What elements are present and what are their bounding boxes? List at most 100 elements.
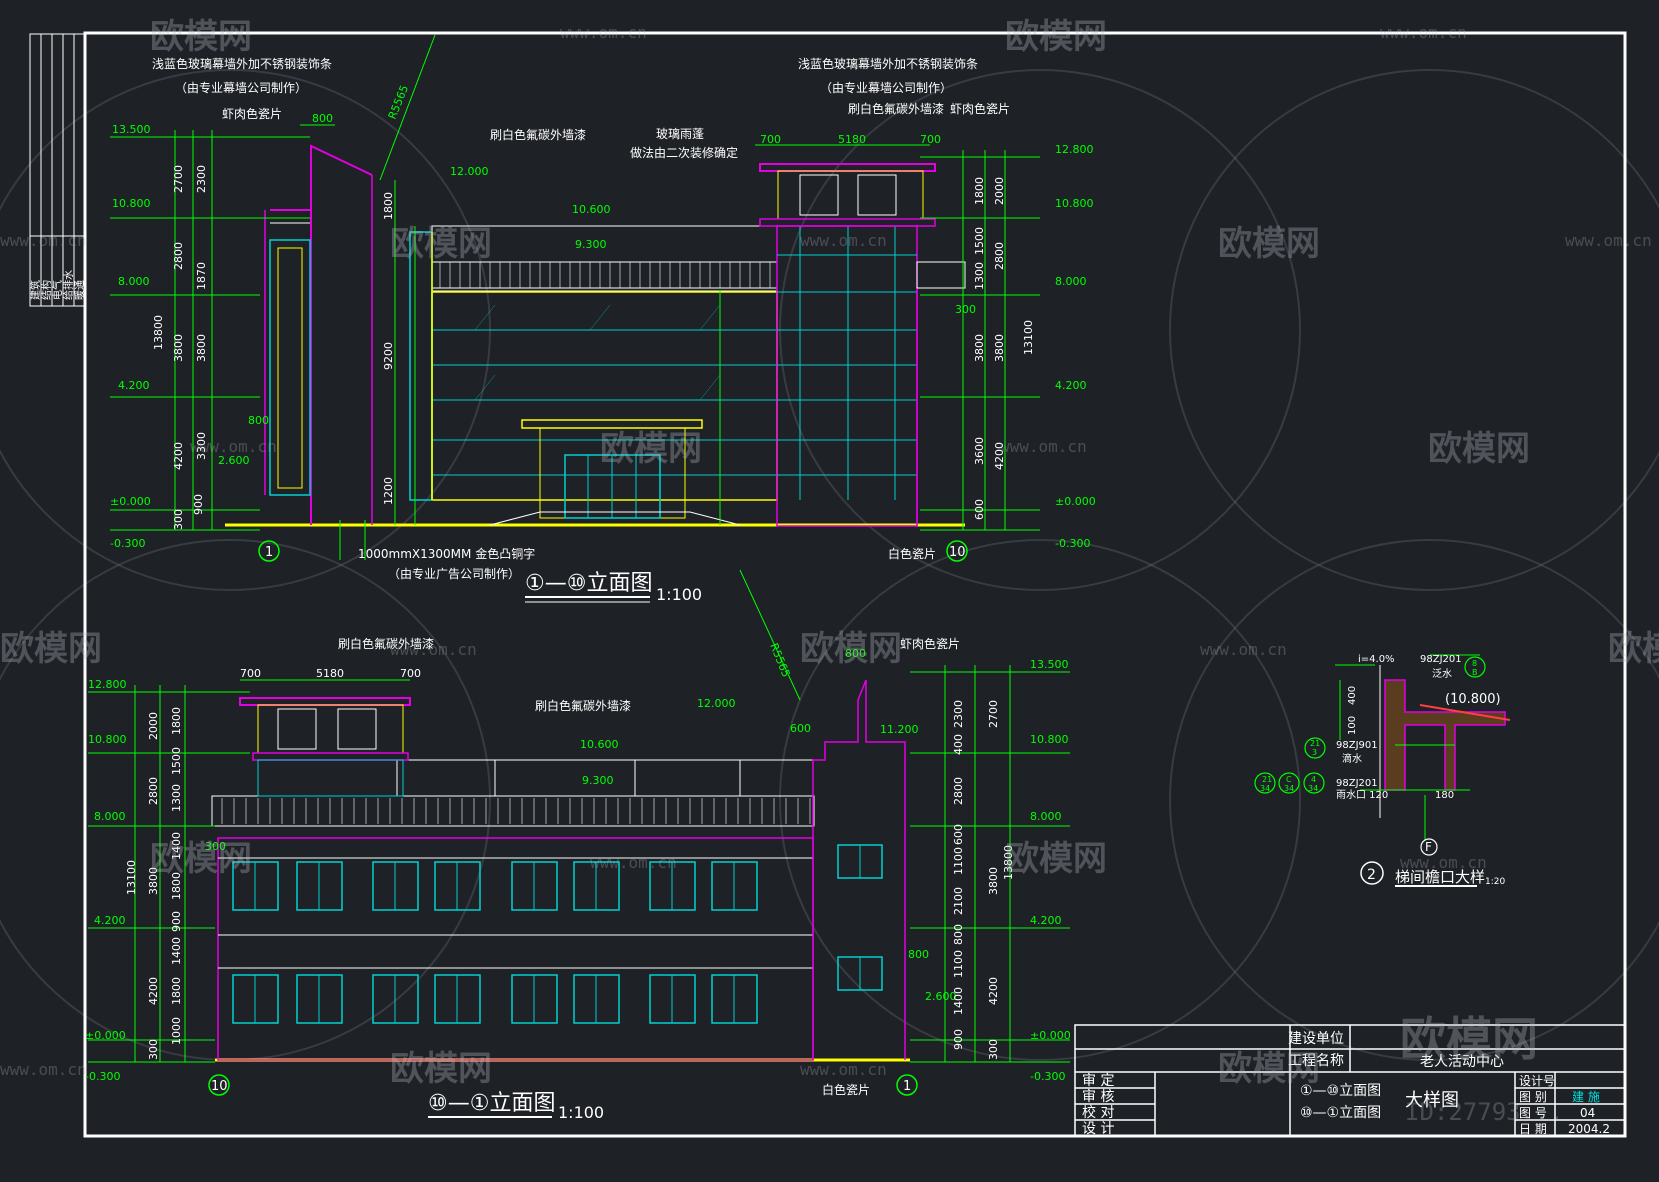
level-label: 4.200 [1030, 914, 1062, 927]
title-block [1074, 1024, 1626, 1137]
dim-vert: 2700 [987, 700, 1000, 728]
watermark-logo: 欧模网 [1218, 1049, 1320, 1089]
detail-number: 2 [1367, 867, 1376, 883]
note-canopy-detail: 做法由二次装修确定 [630, 145, 738, 160]
level-label: 4.200 [94, 914, 126, 927]
watermark-logo: 欧模网 [1608, 629, 1659, 669]
level-label: 12.800 [88, 678, 127, 691]
tb-role: 校 对 [1082, 1104, 1114, 1121]
detail-drain: 雨水口 120 [1336, 789, 1388, 801]
detail-slope: i=4.0% [1358, 654, 1395, 665]
dim-vert: 800 [952, 924, 965, 945]
watermark-url: www.om.cn [800, 1060, 887, 1079]
dim-vert: 2000 [993, 177, 1006, 205]
detail-axis: F [1425, 840, 1432, 854]
level-label: -0.300 [85, 1070, 120, 1083]
detail-drip: 滴水 [1342, 752, 1362, 765]
elevation-a-scale: 1:100 [656, 585, 702, 604]
level-label: ±0.000 [1030, 1029, 1071, 1042]
level-label: 4.200 [1055, 379, 1087, 392]
dim-vert: 3800 [172, 334, 185, 362]
dim-vert: 1200 [382, 477, 395, 505]
elevation-b-title: ⑩—①立面图 [428, 1091, 555, 1116]
level-label: ±0.000 [110, 495, 151, 508]
tb-role: 审 定 [1082, 1073, 1114, 1089]
detail-std2: 98ZJ901 [1336, 740, 1378, 751]
detail-dim: 180 [1435, 790, 1454, 801]
elevation-a [110, 34, 1040, 701]
roof-level: 9.300 [575, 238, 607, 251]
note-copper-letters-sub: （由专业广告公司制作） [388, 566, 520, 581]
tb-project-name: 老人活动中心 [1420, 1054, 1504, 1070]
dim-vert: 2300 [952, 700, 965, 728]
dim: 800 [908, 948, 929, 961]
dim: 5180 [316, 667, 344, 680]
dim-vert: 3800 [147, 867, 160, 895]
dim-vert: 3800 [973, 334, 986, 362]
note-curtain-wall-left: 浅蓝色玻璃幕墙外加不锈钢装饰条 [152, 57, 332, 71]
dim-vert: 3800 [195, 334, 208, 362]
dim-vert: 1100 [952, 950, 965, 978]
detail-level: (10.800) [1445, 692, 1501, 707]
dim: 700 [760, 133, 781, 146]
dim-vert: 1500 [973, 227, 986, 255]
level-label: 8.000 [1030, 810, 1062, 823]
dim-vert: 4200 [993, 442, 1006, 470]
dim: 800 [248, 414, 269, 427]
dim-vert: 900 [170, 911, 183, 932]
watermark-logo: 欧模网 [1428, 429, 1530, 469]
dim: 800 [312, 112, 333, 125]
ref-num: 34 [1308, 784, 1318, 793]
dim: 300 [955, 303, 976, 316]
elevation-b-scale: 1:100 [558, 1103, 604, 1122]
roof-level: 12.000 [450, 165, 489, 178]
dim-vert: 400 [952, 734, 965, 755]
dim-vert: 300 [147, 1039, 160, 1060]
dim: 300 [205, 840, 226, 853]
dim-vert: 13800 [1002, 845, 1015, 880]
level-label: 8.000 [94, 810, 126, 823]
left-strip-labels: 建筑 结构 电气 给排水 暖通 [29, 270, 86, 300]
roof-level: 9.300 [582, 774, 614, 787]
elevation-a-title: ①—⑩立面图 [525, 571, 652, 596]
dim-vert: 1000 [170, 1017, 183, 1045]
watermark-logo: 欧模网 [1005, 839, 1107, 879]
level-label: ±0.000 [1055, 495, 1096, 508]
note-shrimp-tile-right: 虾肉色瓷片 [950, 102, 1010, 116]
watermark-url: www.om.cn [560, 23, 647, 42]
note-white-paint-a: 刷白色氟碳外墙漆 [490, 127, 586, 142]
dim-vert: 2800 [952, 777, 965, 805]
strip-label: 给排水 [62, 270, 75, 300]
watermark-urls: www.om.cn www.om.cn www.om.cn www.om.cn … [0, 23, 1652, 1126]
detail-std: 98ZJ201 [1420, 654, 1462, 665]
dim-vert: 1800 [170, 872, 183, 900]
axis-label: 10 [949, 545, 966, 560]
ref-num: 21 [1310, 739, 1320, 748]
dim-vert: 13800 [152, 315, 165, 350]
dim: 2.600 [925, 990, 957, 1003]
dim-vert: 1800 [382, 192, 395, 220]
dim-vert: 1100 [952, 847, 965, 875]
level-label: -0.300 [110, 537, 145, 550]
ref-num: 34 [1284, 784, 1294, 793]
watermark-url: www.om.cn [800, 231, 887, 250]
ref-num: 21 [1262, 775, 1272, 784]
ref-num: 8 [1472, 659, 1477, 668]
watermark-url: www.om.cn [1380, 23, 1467, 42]
tb-field-label: 图 号 [1519, 1106, 1547, 1120]
watermark-url: www.om.cn [1565, 231, 1652, 250]
elevation-b [88, 665, 1070, 1096]
level-label: -0.300 [1055, 537, 1090, 550]
roof-level: 12.000 [697, 697, 736, 710]
level-label: 10.800 [1055, 197, 1094, 210]
tb-role: 审 核 [1082, 1089, 1114, 1105]
detail-dim2: 400 [1347, 686, 1358, 705]
detail-dim3: 100 [1347, 716, 1358, 735]
level-label: 10.800 [88, 733, 127, 746]
axis-label: 1 [903, 1079, 911, 1094]
level-label: 4.200 [118, 379, 150, 392]
dim-vert: 1400 [170, 832, 183, 860]
dim: 700 [240, 667, 261, 680]
dim-vert: 1400 [952, 987, 965, 1015]
